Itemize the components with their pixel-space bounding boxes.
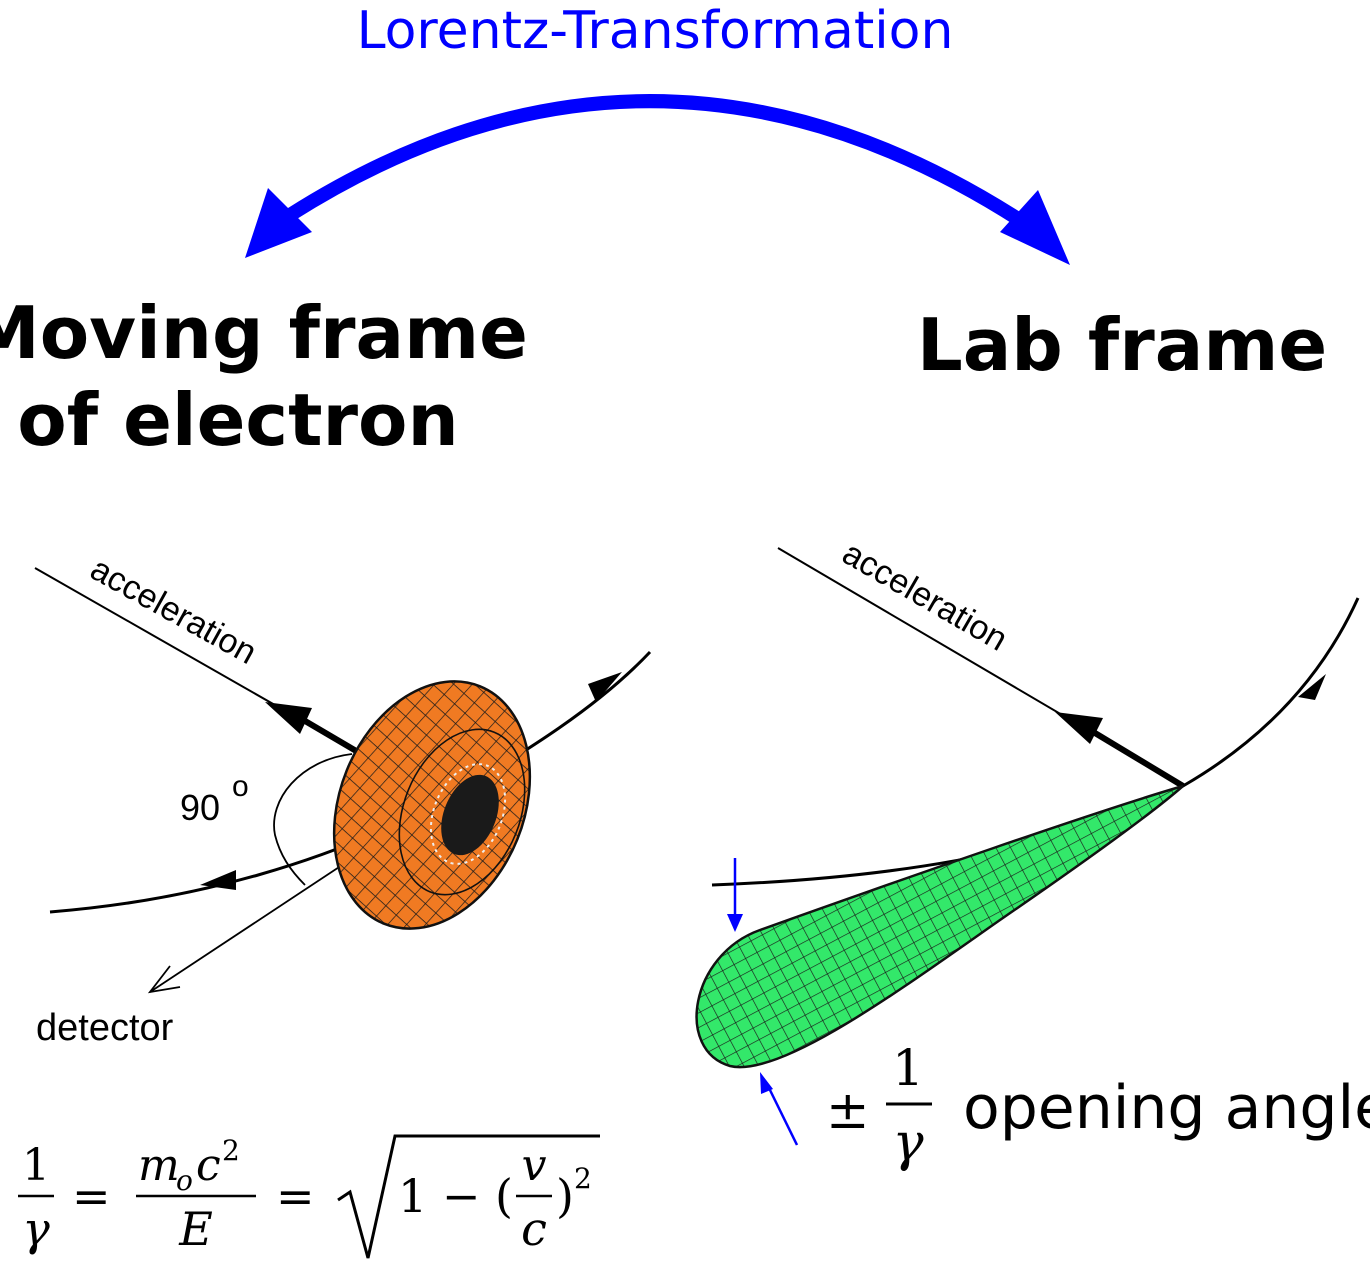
gamma-formula: 1 γ = m o c 2 E = 1 − ( v c ) 2 — [18, 1134, 600, 1259]
formula-numerator-1: 1 — [22, 1140, 50, 1191]
formula-square-1: 2 — [222, 1134, 240, 1167]
opening-angle-arrow-bottom — [766, 1085, 799, 1146]
opening-angle-arrowhead-bottom — [760, 1072, 773, 1094]
dipole-torus-pattern — [332, 680, 532, 930]
formula-v: v — [522, 1140, 547, 1191]
right-angle-arc — [273, 753, 353, 886]
opening-angle-label: opening angle — [963, 1073, 1370, 1143]
angle-90-label: 90 — [180, 787, 220, 828]
formula-c-denominator: c — [521, 1202, 547, 1256]
formula-close-paren: ) — [556, 1169, 574, 1223]
formula-equals-1: = — [72, 1169, 111, 1223]
opening-numerator: 1 — [892, 1039, 924, 1097]
formula-sqrt-sign — [337, 1134, 600, 1259]
degree-superscript: o — [232, 770, 249, 803]
formula-square-2: 2 — [574, 1162, 592, 1195]
acceleration-arrowhead-right — [1055, 712, 1103, 744]
moving-frame-title-line2: of electron — [17, 378, 459, 462]
formula-m: m — [138, 1140, 180, 1191]
acceleration-arrowhead-left — [265, 702, 312, 734]
plus-minus-symbol: ± — [826, 1081, 870, 1141]
moving-frame-panel: acceleration 90 o detector — [34, 550, 652, 1049]
lab-frame-panel: acceleration ± 1 γ opening angle — [695, 534, 1370, 1173]
lorentz-double-arrow — [245, 94, 1070, 265]
detector-label: detector — [36, 1007, 174, 1049]
trajectory-arrow-right — [1298, 674, 1326, 700]
acceleration-label-right: acceleration — [836, 534, 1014, 659]
formula-E: E — [178, 1202, 213, 1256]
arrowhead-right — [1000, 190, 1070, 265]
formula-o-subscript: o — [176, 1164, 193, 1197]
synchrotron-radiation-lobe — [695, 784, 1184, 1069]
arrowhead-left — [245, 188, 312, 258]
opening-denominator: γ — [892, 1113, 924, 1173]
trajectory-arrow-upper — [588, 672, 622, 702]
acceleration-vector-right — [1088, 727, 1185, 789]
detector-arrowhead — [147, 965, 181, 994]
formula-c: c — [196, 1140, 221, 1191]
lab-frame-title: Lab frame — [917, 303, 1327, 387]
lorentz-transformation-label: Lorentz-Transformation — [357, 1, 954, 61]
trajectory-arrow-lower — [200, 870, 236, 890]
formula-equals-2: = — [276, 1169, 315, 1223]
opening-angle-arrowhead-top — [727, 914, 743, 932]
formula-one-minus: 1 − ( — [398, 1169, 513, 1223]
formula-gamma: γ — [22, 1202, 50, 1256]
moving-frame-title-line1: Moving frame — [0, 291, 528, 375]
